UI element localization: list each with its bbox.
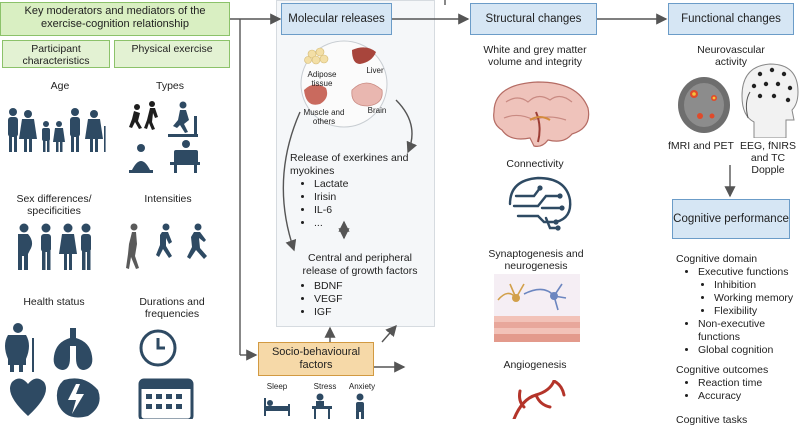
health-status-icon [5,323,100,418]
connectivity-brain-icon [508,176,572,231]
exerkine-item: Lactate [314,178,348,191]
synaptogenesis-label: Synaptogenesis and neurogenesis [488,248,584,272]
intensity-runners-icon [126,223,207,269]
exec-subfunction-item: Flexibility [714,305,793,318]
molecular-releases-header: Molecular releases [281,3,392,35]
brain-label: Brain [367,106,387,115]
connectivity-label: Connectivity [506,158,564,170]
exercise-types-icon [129,101,200,173]
sleep-label: Sleep [266,382,288,391]
cognitive-tasks-title: Cognitive tasks [676,414,748,426]
executive-functions-list: Executive functions [684,266,788,279]
exerkines-list: Lactate Irisin IL-6 ... [300,178,348,230]
socio-behavioural-header: Socio-behavioural factors [258,342,374,376]
angiogenesis-label: Angiogenesis [503,359,567,371]
outcome-item: Reaction time [698,377,762,390]
exerkine-item: IL-6 [314,204,348,217]
cognitive-domain-title: Cognitive domain [676,253,758,265]
sex-differences-icon [18,223,91,270]
participant-characteristics-header: Participant characteristics [2,40,110,68]
health-status-label: Health status [23,296,85,308]
blood-vessel-icon [512,380,566,419]
growth-factor-item: BDNF [314,280,343,293]
stress-label: Stress [313,382,337,391]
durations-label: Durations and frequencies [139,296,205,320]
cognitive-outcomes-title: Cognitive outcomes [676,364,769,376]
growth-factors-list: BDNF VEGF IGF [300,280,343,319]
cognitive-performance-header: Cognitive performance [672,199,790,239]
adipose-label: Adipose tissue [307,70,337,88]
other-domains-list: Non-executive functions Global cognition [684,318,800,357]
age-label: Age [50,80,70,92]
synaptogenesis-icon [494,274,580,342]
functional-changes-header: Functional changes [668,3,794,35]
eeg-head-icon [741,63,799,138]
brain-structure-icon [493,81,590,147]
exerkine-item: Irisin [314,191,348,204]
anxiety-label: Anxiety [348,382,376,391]
structural-changes-header: Structural changes [470,3,597,35]
moderators-header: Key moderators and mediators of the exer… [0,2,230,36]
sex-differences-label: Sex differences/ specificities [16,193,92,217]
fmri-brain-icon [678,77,730,133]
liver-label: Liver [366,66,384,75]
exerkines-title: Release of exerkines and myokines [290,152,409,177]
types-label: Types [155,80,184,92]
physical-exercise-header: Physical exercise [114,40,230,68]
exerkine-item: ... [314,217,348,230]
domain-item: Non-executive functions [698,318,800,344]
matter-volume-label: White and grey matter volume and integri… [483,44,587,68]
executive-functions-item: Executive functions [698,266,788,279]
organs-circle-icon [300,40,388,128]
muscle-label: Muscle and others [303,108,345,126]
sleep-stress-anxiety-icons [264,393,364,419]
eeg-fnirs-label: EEG, fNIRS and TC Dopple [739,140,796,176]
fmri-pet-label: fMRI and PET [668,140,734,152]
exec-subfunction-item: Working memory [714,292,793,305]
clock-calendar-icon [138,329,194,419]
domain-item: Global cognition [698,344,800,357]
exec-subfunction-item: Inhibition [714,279,793,292]
intensities-label: Intensities [144,193,192,205]
growth-factors-title: Central and peripheral release of growth… [302,252,418,277]
family-age-icon [8,108,106,152]
neurovascular-label: Neurovascular activity [697,44,765,68]
cognitive-outcomes-list: Reaction time Accuracy [684,377,762,403]
growth-factor-item: VEGF [314,293,343,306]
executive-subfunctions-list: Inhibition Working memory Flexibility [700,279,793,318]
outcome-item: Accuracy [698,390,762,403]
growth-factor-item: IGF [314,306,343,319]
